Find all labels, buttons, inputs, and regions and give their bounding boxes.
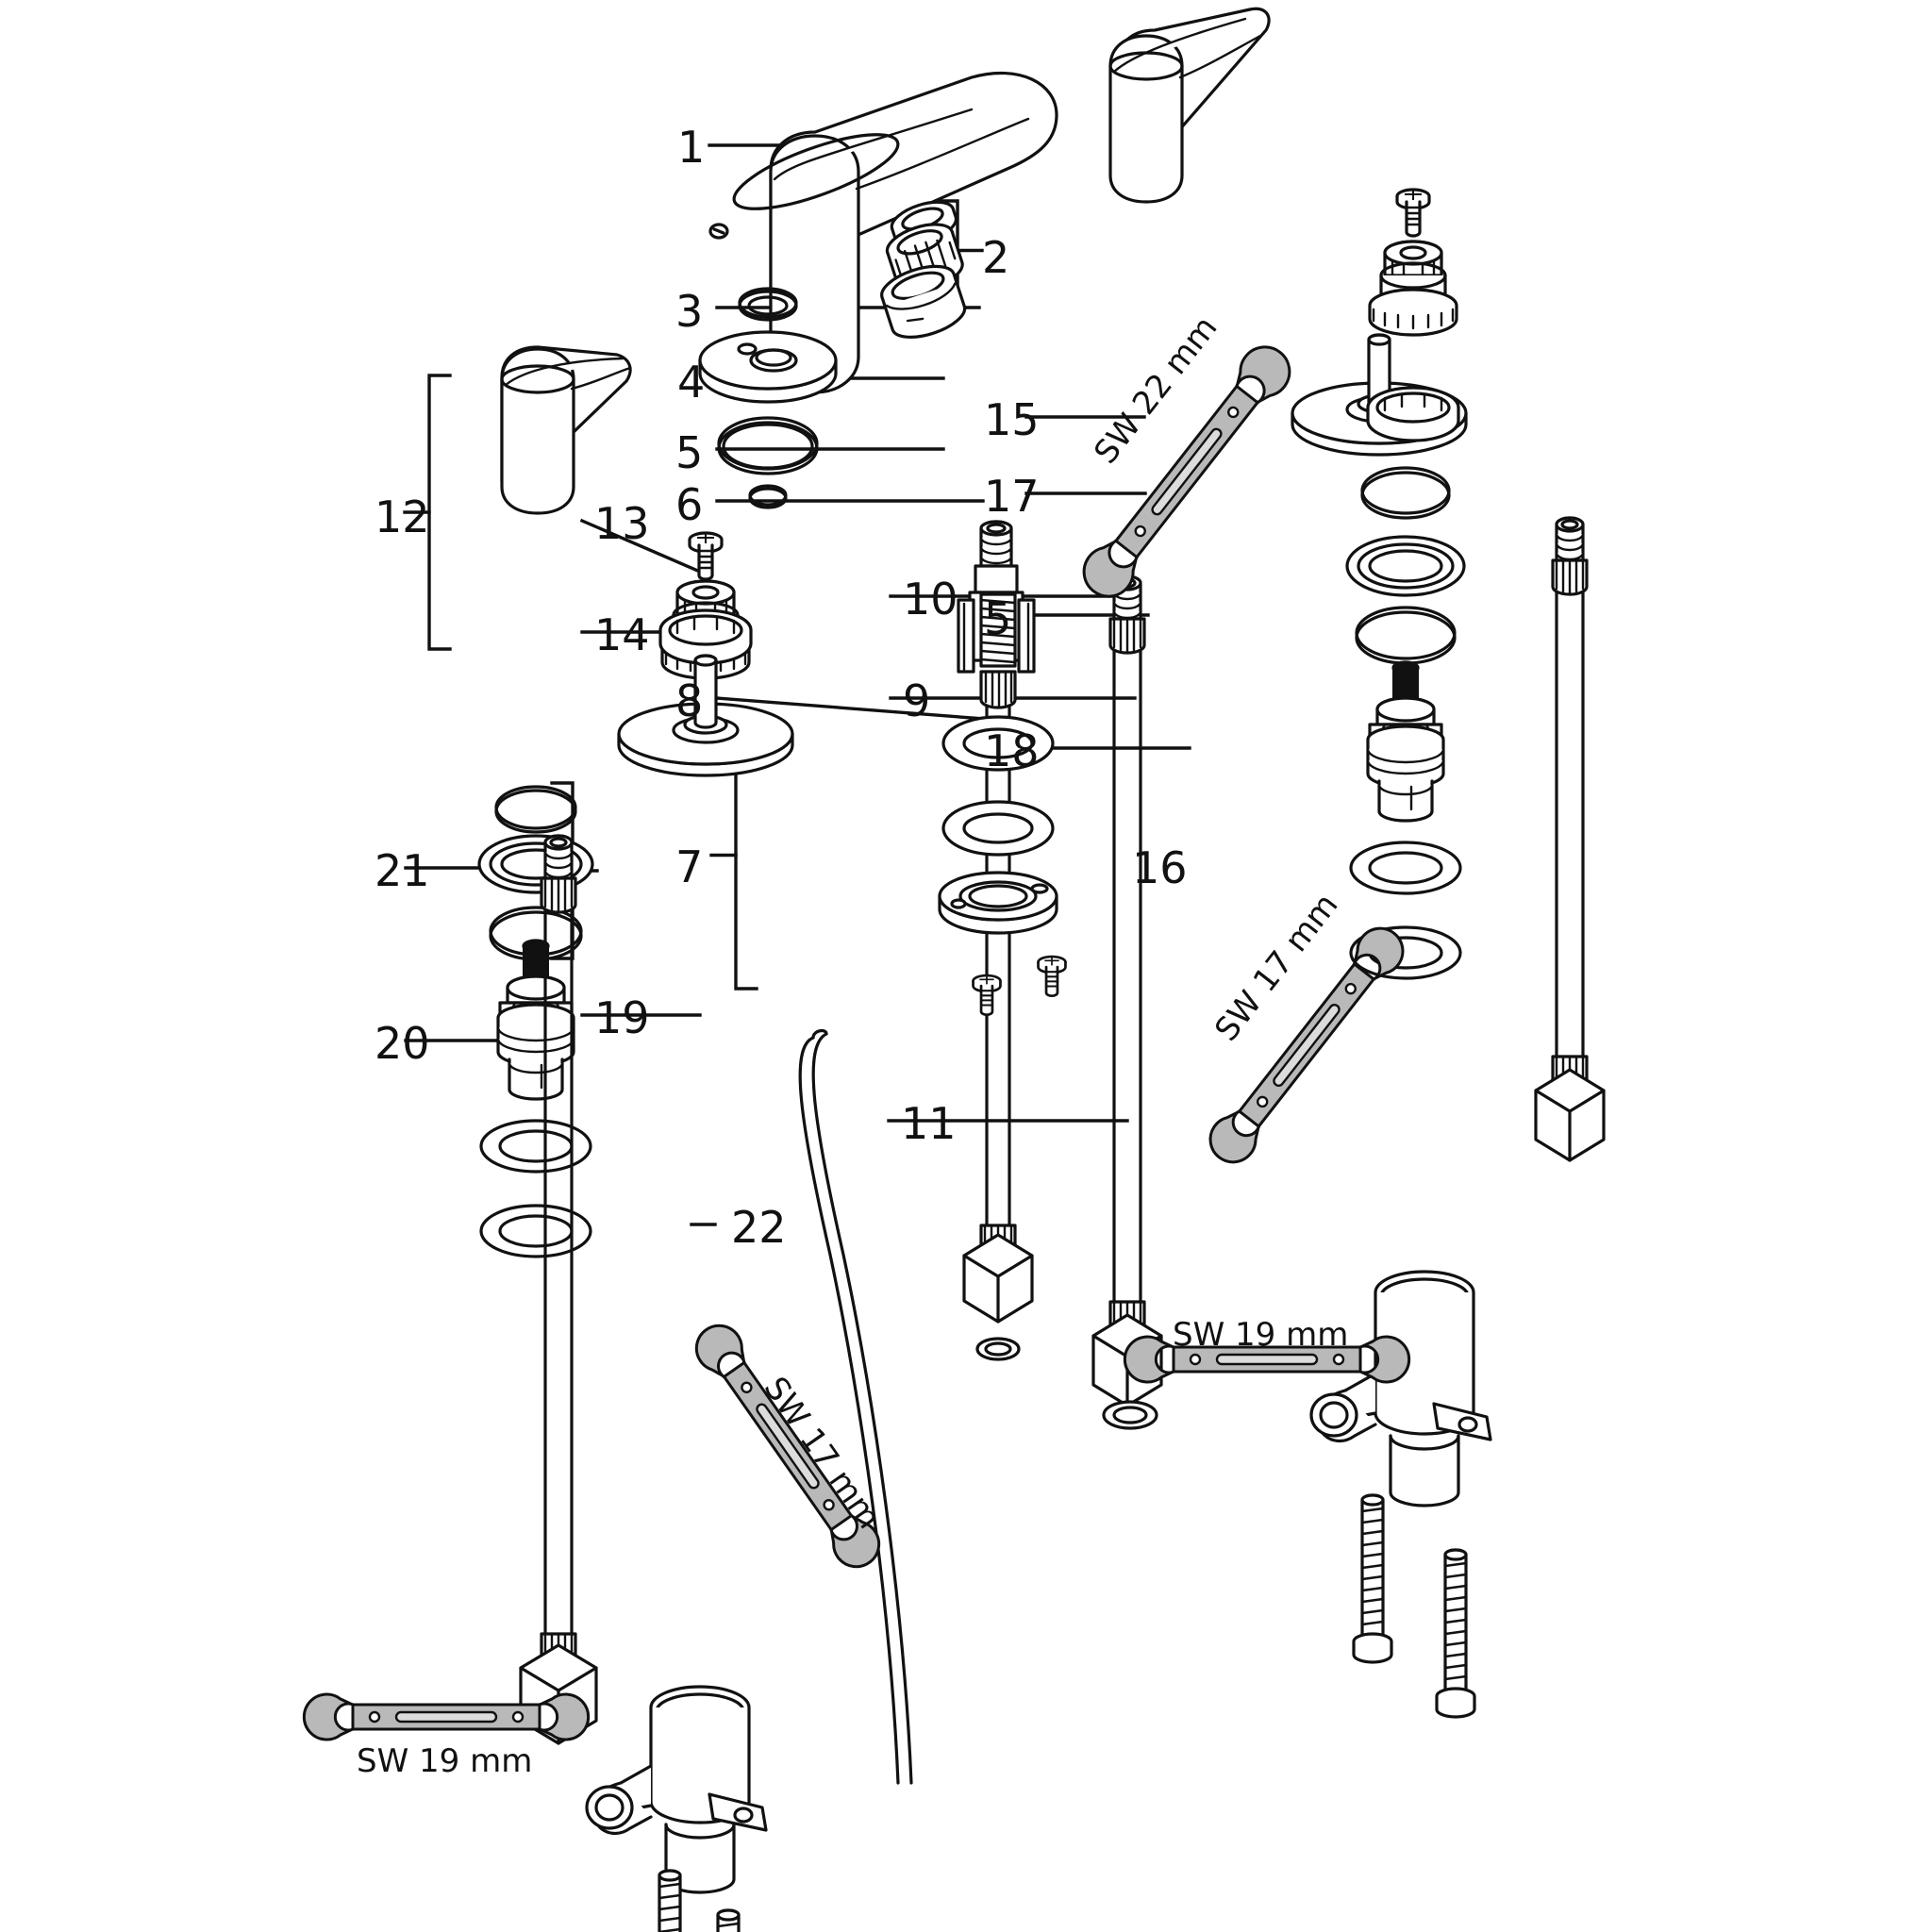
callout-16: 16 [1132, 842, 1188, 893]
part-seal-kit-16 [477, 785, 594, 961]
callout-11: 11 [901, 1098, 957, 1149]
part-hose-right [1534, 516, 1606, 1162]
part-sealing-washer-11 [1102, 1400, 1158, 1430]
part-handle-right [1108, 7, 1271, 204]
callout-8: 8 [675, 675, 704, 726]
callout-3: 3 [675, 286, 704, 337]
callout-14: 14 [594, 609, 650, 660]
part-o-ring-5a [717, 416, 819, 475]
callout-2: 2 [982, 232, 1010, 283]
leader-line-13 [579, 518, 703, 575]
part-washer-right-a [1349, 841, 1462, 895]
callout-9: 9 [903, 675, 931, 726]
part-hose-short-9 [1091, 575, 1163, 1407]
callout-17: 17 [984, 471, 1040, 522]
part-handle-left [500, 345, 632, 515]
part-valve-cartridge-18 [1366, 660, 1445, 823]
callout-4: 4 [677, 357, 706, 408]
open-end-wrench-icon [694, 1324, 881, 1569]
leader-line-8 [715, 696, 986, 721]
part-base-plate [698, 330, 838, 404]
part-o-ring-3 [738, 287, 798, 322]
callout-5-right: 5 [984, 593, 1012, 644]
open-end-wrench-icon [1208, 926, 1405, 1164]
callout-18: 18 [984, 725, 1040, 776]
part-bolt-right-b [1435, 1548, 1476, 1719]
callout-15: 15 [984, 394, 1040, 445]
bracket-12 [427, 374, 452, 651]
part-bolt-right-a [1352, 1493, 1393, 1664]
wrench-icons [302, 345, 1411, 1741]
part-cartridge-head-right [1368, 240, 1458, 337]
callout-19: 19 [594, 992, 650, 1043]
callout-21: 21 [375, 845, 430, 896]
callout-1: 1 [677, 122, 706, 173]
callout-12: 12 [375, 491, 430, 542]
part-aerator-assembly [880, 200, 967, 339]
callout-6: 6 [675, 479, 704, 530]
part-o-ring-5b [1355, 606, 1457, 665]
callout-10: 10 [903, 574, 958, 625]
part-valve-body-right [1309, 1270, 1492, 1507]
part-bolt-left-b [708, 1908, 749, 1932]
tool-label-sw19b: SW 19 mm [357, 1742, 533, 1780]
part-valve-cartridge-19 [496, 939, 575, 1101]
tool-label-sw19a: SW 19 mm [1173, 1316, 1349, 1354]
part-washer-left-a [479, 1119, 592, 1174]
callout-7: 7 [675, 841, 704, 892]
part-collar-ring-14 [658, 608, 753, 665]
callout-13: 13 [594, 498, 650, 549]
part-collar-right [1366, 386, 1460, 442]
part-fixing-set-7 [938, 715, 1067, 1361]
part-valve-body-left [585, 1685, 768, 1894]
part-screw-13 [688, 531, 724, 581]
part-washer-left-b [479, 1204, 592, 1258]
open-end-wrench-icon [1123, 1335, 1411, 1384]
part-seal-right [1345, 535, 1466, 597]
part-flange-disc-left [617, 654, 794, 777]
callout-20: 20 [375, 1018, 430, 1069]
open-end-wrench-icon [1082, 345, 1291, 598]
part-o-ring-6 [748, 484, 788, 509]
part-screw-right [1395, 188, 1431, 238]
callout-22: 22 [731, 1202, 787, 1253]
part-o-ring-17 [1360, 466, 1451, 520]
open-end-wrench-icon [302, 1692, 591, 1741]
callout-5: 5 [675, 427, 704, 478]
part-lift-rod-22 [798, 1028, 913, 1785]
part-cartridge-stem-8 [957, 520, 1036, 1228]
